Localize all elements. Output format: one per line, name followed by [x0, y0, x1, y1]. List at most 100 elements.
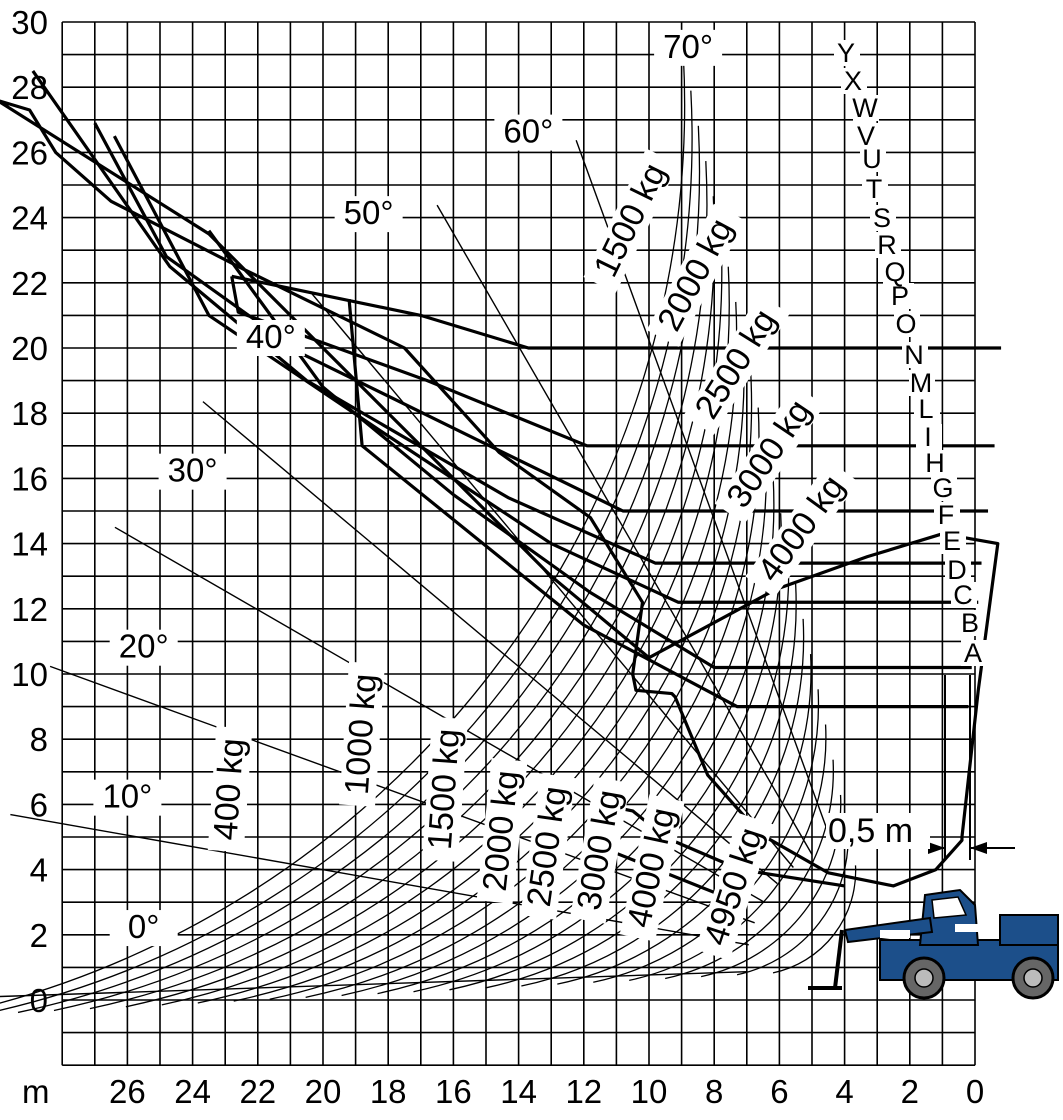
- extension-arc: [269, 372, 753, 1000]
- x-tick-label: 0: [966, 1073, 984, 1110]
- y-tick-label: 28: [11, 69, 48, 106]
- y-tick-label: 26: [11, 134, 48, 171]
- extension-letter: T: [866, 174, 883, 204]
- y-tick-label: 4: [30, 852, 48, 889]
- y-tick-label: 16: [11, 460, 48, 497]
- extension-letter: A: [964, 638, 982, 668]
- angle-label: 60°: [503, 113, 553, 150]
- y-tick-label: 18: [11, 395, 48, 432]
- angle-line: [310, 292, 794, 868]
- extension-arc: [89, 196, 716, 1010]
- y-tick-label: 6: [30, 786, 48, 823]
- angle-label: 40°: [246, 318, 296, 355]
- y-tick-label: 2: [30, 917, 48, 954]
- angle-label: 30°: [168, 452, 218, 489]
- extension-arc: [593, 689, 820, 983]
- angle-label: 70°: [663, 28, 713, 65]
- y-tick-label: 0: [30, 982, 48, 1019]
- zone-label-text: 1500 kg: [587, 157, 674, 282]
- y-tick-label: 24: [11, 200, 48, 237]
- x-tick-label: 26: [109, 1073, 146, 1110]
- zone-label: 1000 kg: [338, 661, 385, 807]
- y-tick-label: 22: [11, 265, 48, 302]
- extension-letter: M: [910, 368, 933, 398]
- angle-line: [0, 971, 747, 998]
- extension-letter: I: [924, 422, 932, 452]
- y-tick-label: 30: [11, 4, 48, 41]
- y-tick-label: 20: [11, 330, 48, 367]
- x-tick-label: 2: [901, 1073, 919, 1110]
- x-tick-label: 22: [239, 1073, 276, 1110]
- extension-letter: G: [932, 473, 953, 503]
- zone-label-text: 2500 kg: [687, 303, 783, 426]
- x-tick-label: 8: [705, 1073, 723, 1110]
- extension-arc: [0, 55, 686, 1004]
- angle-label: 50°: [344, 194, 394, 231]
- zone-boundary: [112, 135, 979, 604]
- extension-letter: P: [891, 281, 909, 311]
- extension-letter: H: [925, 448, 945, 478]
- reach-envelope: [0, 99, 1000, 888]
- x-tick-label: 6: [770, 1073, 788, 1110]
- zone-label-text: 3000 kg: [570, 787, 628, 913]
- zone-label: 1500 kg: [421, 716, 468, 862]
- zone-label: 2500 kg: [520, 773, 576, 920]
- extension-arc: [197, 301, 738, 1004]
- x-tick-label: 4: [835, 1073, 853, 1110]
- x-tick-label: 18: [370, 1073, 407, 1110]
- x-tick-label: 14: [500, 1073, 537, 1110]
- zone-label: 4000 kg: [619, 794, 685, 942]
- zone-boundary: [207, 229, 972, 670]
- x-axis-unit-label: m: [22, 1073, 50, 1110]
- zone-label-text: 4000 kg: [620, 805, 682, 931]
- zone-boundary: [347, 298, 969, 709]
- y-tick-label: 14: [11, 526, 48, 563]
- angle-label: 0°: [128, 908, 160, 945]
- y-tick-label: 12: [11, 591, 48, 628]
- angle-label: 10°: [102, 778, 152, 815]
- x-tick-label: 10: [631, 1073, 668, 1110]
- zone-boundary: [230, 275, 995, 448]
- zone-label: 1500 kg: [583, 148, 679, 293]
- y-tick-label: 10: [11, 656, 48, 693]
- angle-labels: 0° 10° 20° 30° 40° 50° 60° 70°: [93, 28, 723, 947]
- extension-letter: Y: [837, 38, 855, 68]
- extension-arc: [449, 548, 790, 991]
- y-tick-label: 8: [30, 721, 48, 758]
- zone-label: 2000 kg: [646, 203, 746, 347]
- extension-letter: S: [873, 203, 891, 233]
- zone-label-text: 2000 kg: [650, 212, 740, 337]
- zone-label-text: 1500 kg: [421, 728, 467, 851]
- extension-letter: W: [852, 93, 878, 123]
- extension-arc: [305, 407, 760, 998]
- extension-arc: [485, 583, 797, 989]
- x-tick-label: 24: [174, 1073, 211, 1110]
- dimension-marker: 0,5 m: [826, 675, 1015, 860]
- telehandler-icon: [808, 888, 1059, 1000]
- extension-letter: C: [953, 580, 973, 610]
- extension-arc: [413, 513, 782, 993]
- zone-boundary: [31, 69, 982, 565]
- zone-label-text: 4950 kg: [697, 823, 771, 950]
- extension-letter: B: [961, 608, 979, 638]
- extension-letter: V: [857, 121, 875, 151]
- extension-letter: L: [918, 394, 933, 424]
- extension-letter: U: [862, 144, 882, 174]
- extension-letter: F: [938, 500, 955, 530]
- x-tick-label: 20: [305, 1073, 342, 1110]
- zone-label-text: 1000 kg: [338, 673, 384, 796]
- extension-arc: [629, 724, 827, 982]
- angle-line: [436, 204, 813, 855]
- zone-label-text: 400 kg: [207, 737, 252, 841]
- extension-letter: R: [877, 230, 897, 260]
- extension-letter: Q: [884, 257, 905, 287]
- extension-letter: D: [947, 555, 967, 585]
- zone-label: 4950 kg: [695, 813, 774, 961]
- extension-arc: [53, 161, 708, 1012]
- angle-label: 20°: [119, 628, 169, 665]
